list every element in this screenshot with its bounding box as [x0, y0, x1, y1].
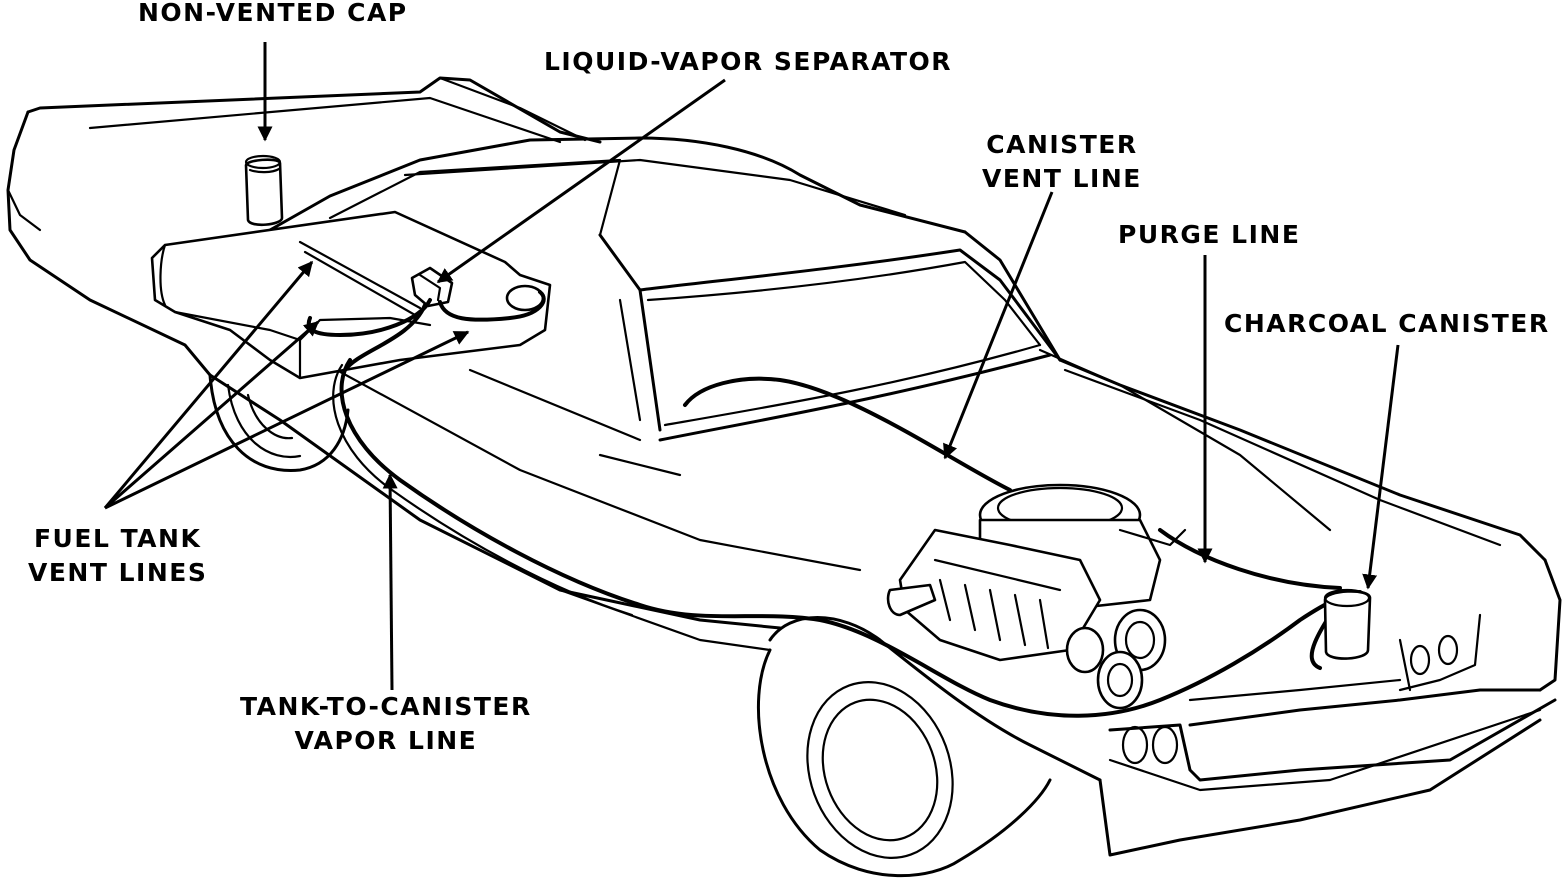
leader-liquid-vapor-separator — [436, 78, 726, 284]
purge-line-pipe — [1158, 528, 1342, 670]
leader-charcoal-canister — [1362, 344, 1400, 590]
fuel-tank — [150, 210, 552, 380]
canister-vent-line-pipe — [683, 348, 1332, 532]
label-tank-to-canister-vapor-line-2: VAPOR LINE — [294, 726, 478, 755]
label-purge-line: PURGE LINE — [1118, 220, 1301, 249]
leader-lines — [103, 42, 1400, 691]
label-non-vented-cap: NON-VENTED CAP — [138, 0, 408, 27]
leader-fuel-tank-vent-line-2 — [104, 320, 320, 510]
leader-fuel-tank-vent-line-1 — [103, 260, 314, 509]
label-fuel-tank-vent-lines-2: VENT LINES — [28, 558, 208, 587]
label-tank-to-canister-vapor-line-1: TANK-TO-CANISTER — [240, 692, 532, 721]
car-body — [6, 76, 1562, 878]
label-canister-vent-line-1: CANISTER — [986, 130, 1138, 159]
label-charcoal-canister: CHARCOAL CANISTER — [1224, 309, 1550, 338]
label-canister-vent-line: CANISTER VENT LINE — [982, 128, 1142, 196]
leader-tank-to-canister-vapor-line — [382, 473, 398, 691]
leader-fuel-tank-vent-line-3 — [104, 330, 470, 510]
label-tank-to-canister-vapor-line: TANK-TO-CANISTER VAPOR LINE — [240, 690, 532, 758]
label-canister-vent-line-2: VENT LINE — [982, 164, 1142, 193]
tank-to-canister-vapor-line-pipe — [332, 358, 1362, 718]
engine — [886, 483, 1187, 710]
label-liquid-vapor-separator: LIQUID-VAPOR SEPARATOR — [544, 47, 953, 76]
charcoal-canister — [1323, 588, 1372, 660]
leader-canister-vent-line — [943, 191, 1054, 460]
label-fuel-tank-vent-lines-1: FUEL TANK — [33, 524, 202, 553]
filler-neck — [244, 154, 284, 227]
label-fuel-tank-vent-lines: FUEL TANK VENT LINES — [28, 522, 207, 590]
